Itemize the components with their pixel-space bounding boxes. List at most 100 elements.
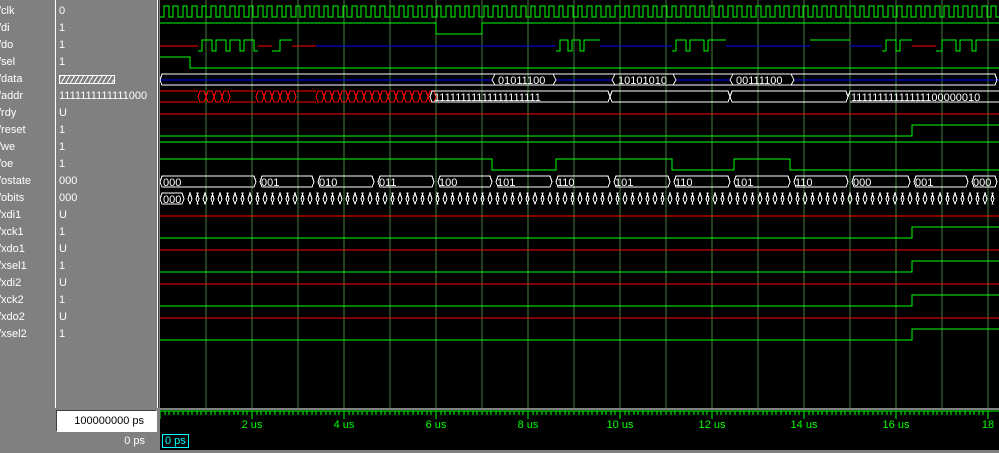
signal-value-rdy[interactable]: U	[56, 105, 157, 122]
di-wave	[160, 22, 999, 35]
cursor-marker-label[interactable]: 0 ps	[162, 434, 189, 448]
signal-name-label: /obits	[0, 192, 25, 204]
signal-value-addr[interactable]: 1111111111111000	[56, 88, 157, 105]
signal-value-data[interactable]	[56, 71, 157, 88]
signal-value-label: 1	[59, 226, 66, 238]
ruler-tick-label: 10 us	[606, 419, 634, 431]
signal-name-ostate[interactable]: /ostate	[0, 173, 55, 190]
ostate-bus-label: 000	[973, 177, 991, 189]
signal-name-di[interactable]: /di	[0, 20, 55, 37]
signal-name-oe[interactable]: /oe	[0, 156, 55, 173]
signal-value-do[interactable]: 1	[56, 37, 157, 54]
do-wave-2	[272, 39, 292, 52]
ostate-bus-label: 000	[853, 177, 871, 189]
data-bus-label: 10101010	[618, 75, 667, 87]
signal-name-label: /clk	[0, 5, 15, 17]
ruler-tick-label: 8 us	[517, 419, 539, 431]
signal-name-label: /xck2	[0, 294, 24, 306]
signal-name-clk[interactable]: /clk	[0, 3, 55, 20]
signal-name-rdy[interactable]: /rdy	[0, 105, 55, 122]
reset-wave	[160, 124, 999, 137]
signal-value-label: 1	[59, 56, 66, 68]
cursor-strip[interactable]: 0 ps	[160, 433, 999, 450]
signal-value-ostate[interactable]: 000	[56, 173, 157, 190]
now-time-field[interactable]: 100000000 ps	[56, 410, 157, 432]
obits-bus	[160, 191, 995, 206]
xck1-wave	[160, 226, 999, 239]
signal-value-label: 000	[59, 175, 78, 187]
ruler-tick-label: 14 us	[790, 419, 818, 431]
signal-name-reset[interactable]: /reset	[0, 122, 55, 139]
cursor-time-value: 0 ps	[124, 435, 145, 447]
data-bus-segment	[611, 73, 677, 86]
ruler-tick-label: 12 us	[698, 419, 726, 431]
signal-name-do[interactable]: /do	[0, 37, 55, 54]
ostate-bus-label: 000	[163, 177, 181, 189]
signal-value-xdo1[interactable]: U	[56, 241, 157, 258]
sel-wave	[160, 56, 999, 69]
signal-value-xdi2[interactable]: U	[56, 275, 157, 292]
signal-name-addr[interactable]: /addr	[0, 88, 55, 105]
signal-name-xdi2[interactable]: /xdi2	[0, 275, 55, 292]
signal-name-xsel1[interactable]: /xsel1	[0, 258, 55, 275]
addr-undef-bus	[160, 90, 316, 103]
signal-name-xsel2[interactable]: /xsel2	[0, 326, 55, 343]
hiz-pattern-icon	[59, 75, 115, 84]
signal-value-label: 1	[59, 294, 66, 306]
signal-value-obits[interactable]: 000	[56, 190, 157, 207]
ostate-bus-label: 101	[735, 177, 753, 189]
signal-name-xdo2[interactable]: /xdo2	[0, 309, 55, 326]
signal-name-we[interactable]: /we	[0, 139, 55, 156]
signal-value-label: U	[59, 243, 67, 255]
signal-value-label: 1	[59, 158, 66, 170]
signal-name-obits[interactable]: /obits	[0, 190, 55, 207]
signal-name-xdo1[interactable]: /xdo1	[0, 241, 55, 258]
signal-value-xsel2[interactable]: 1	[56, 326, 157, 343]
xck2-wave	[160, 294, 999, 307]
signal-value-we[interactable]: 1	[56, 139, 157, 156]
signal-name-label: /xdo2	[0, 311, 25, 323]
ruler-tick-label: 16 us	[882, 419, 910, 431]
signal-name-label: /xdi1	[0, 209, 22, 221]
signal-value-label: 000	[59, 192, 78, 204]
signal-value-label: U	[59, 209, 67, 221]
signal-name-label: /we	[0, 141, 16, 153]
signal-value-oe[interactable]: 1	[56, 156, 157, 173]
oe-wave	[160, 158, 999, 171]
data-bus-empty	[160, 73, 998, 86]
signal-name-label: /do	[0, 39, 14, 51]
signal-value-reset[interactable]: 1	[56, 122, 157, 139]
signal-value-sel[interactable]: 1	[56, 54, 157, 71]
ostate-bus-label: 110	[675, 177, 693, 189]
addr-bus	[429, 90, 999, 103]
signal-name-label: /reset	[0, 124, 26, 136]
signal-value-xdi1[interactable]: U	[56, 207, 157, 224]
data-bus-label: 01011100	[498, 75, 545, 87]
signal-value-clk[interactable]: 0	[56, 3, 157, 20]
signal-value-label: U	[59, 311, 67, 323]
data-bus-label: 00111100	[736, 75, 783, 87]
signal-value-label: U	[59, 107, 67, 119]
signal-value-xdo2[interactable]: U	[56, 309, 157, 326]
do-wave-6	[882, 39, 912, 52]
clk-wave	[160, 5, 999, 18]
signal-name-xck1[interactable]: /xck1	[0, 224, 55, 241]
signal-value-xsel1[interactable]: 1	[56, 258, 157, 275]
signal-name-sel[interactable]: /sel	[0, 54, 55, 71]
signal-value-xck2[interactable]: 1	[56, 292, 157, 309]
signal-name-xdi1[interactable]: /xdi1	[0, 207, 55, 224]
obits-bus-label: 000	[163, 194, 181, 206]
signal-name-xck2[interactable]: /xck2	[0, 292, 55, 309]
signal-value-di[interactable]: 1	[56, 20, 157, 37]
ostate-bus-label: 110	[557, 177, 575, 189]
signal-name-label: /data	[0, 73, 23, 85]
signal-value-label: 1	[59, 39, 66, 51]
signal-value-xck1[interactable]: 1	[56, 224, 157, 241]
values-wave-splitter[interactable]	[157, 0, 159, 453]
ostate-bus-label: 011	[379, 177, 397, 189]
xsel1-wave	[160, 260, 999, 273]
signal-name-data[interactable]: /data	[0, 71, 55, 88]
